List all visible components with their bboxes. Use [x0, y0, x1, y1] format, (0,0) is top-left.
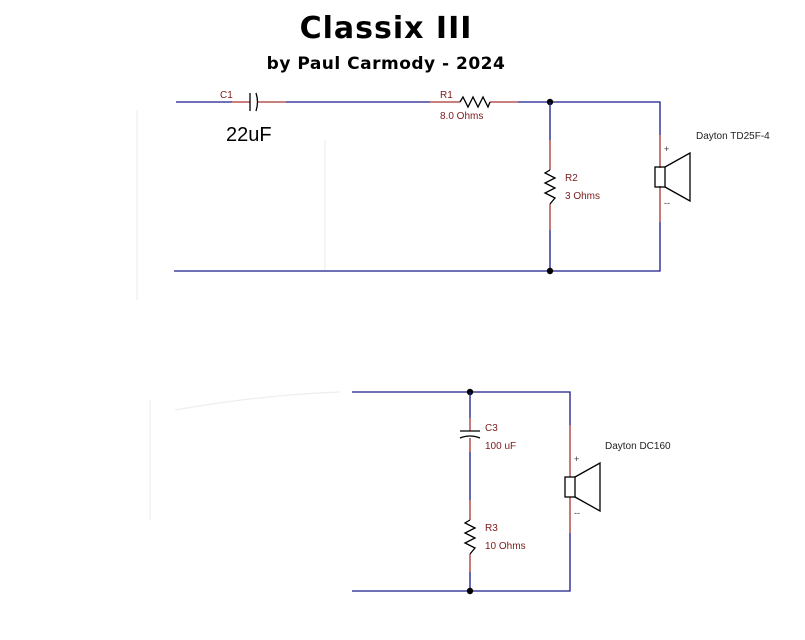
- tweeter-return-wire: [174, 222, 661, 272]
- tweeter-plus-label: +: [664, 144, 669, 154]
- r2-ref-label: R2: [565, 173, 578, 184]
- page-subtitle: by Paul Carmody - 2024: [267, 54, 506, 74]
- woofer-return-wire: [352, 533, 571, 592]
- woofer-driver-label: Dayton DC160: [605, 441, 671, 452]
- resistor-r1-symbol: [459, 95, 491, 109]
- woofer-plus-label: +: [574, 454, 579, 464]
- resistor-r3-symbol: [463, 519, 477, 555]
- r2-value-label: 3 Ohms: [565, 191, 600, 202]
- tweeter-driver-label: Dayton TD25F-4: [696, 131, 770, 142]
- woofer-circuit: C3 100 uF R3 10 Ohms + -- Dayton DC160: [149, 388, 671, 595]
- c1-value-label: 22uF: [226, 124, 272, 146]
- r3-value-label: 10 Ohms: [485, 541, 526, 552]
- capacitor-c1-symbol: [249, 92, 259, 112]
- c3-value-label: 100 uF: [485, 441, 516, 452]
- r3-ref-label: R3: [485, 523, 498, 534]
- resistor-r2-symbol: [543, 169, 557, 205]
- woofer-minus-label: --: [574, 508, 580, 518]
- tweeter-speaker-icon: [654, 151, 691, 203]
- tweeter-bottom-node: [546, 267, 554, 275]
- woofer-speaker-icon: [564, 461, 601, 513]
- tweeter-minus-label: --: [664, 198, 670, 208]
- page-title: Classix III: [300, 11, 473, 46]
- r1-ref-label: R1: [440, 90, 453, 101]
- r1-value-label: 8.0 Ohms: [440, 111, 483, 122]
- c1-ref-label: C1: [220, 90, 233, 101]
- c3-ref-label: C3: [485, 423, 498, 434]
- capacitor-c3-symbol: [459, 430, 481, 439]
- woofer-input-wire: [352, 391, 571, 425]
- woofer-bottom-node: [466, 587, 474, 595]
- tweeter-circuit: C1 22uF R1 8.0 Ohms R2 3 Ohms + -- Dayto…: [136, 90, 770, 300]
